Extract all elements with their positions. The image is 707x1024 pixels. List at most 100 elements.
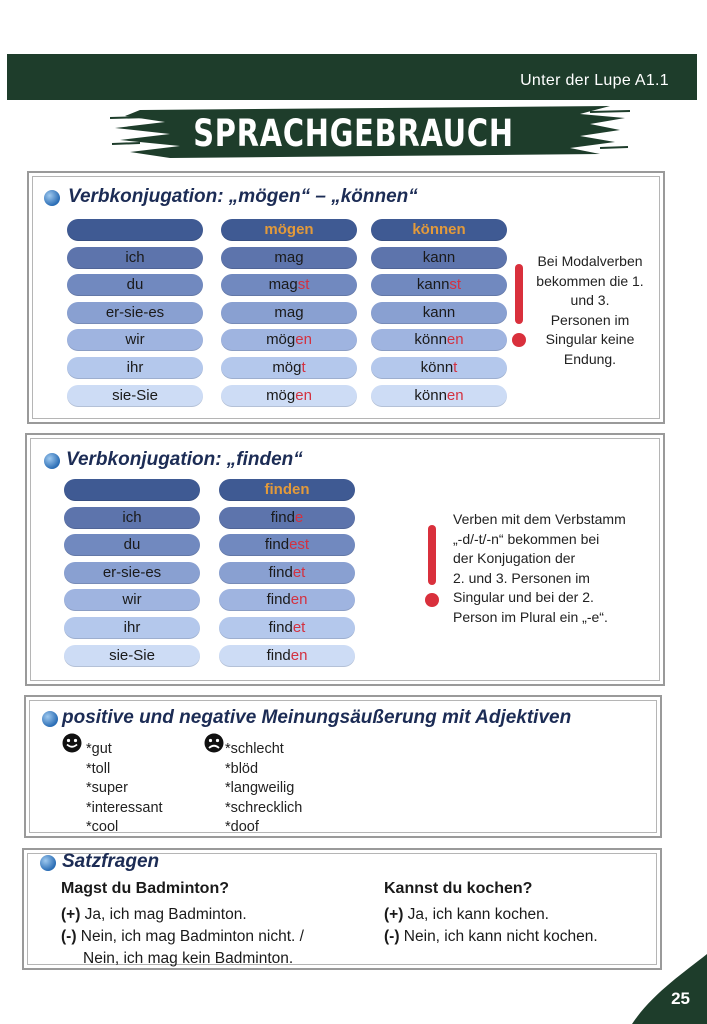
verb-form-cell: mag xyxy=(221,301,357,324)
verb-ending: en xyxy=(290,646,308,664)
pronoun-cell: du xyxy=(64,534,200,557)
exclamation-icon xyxy=(515,264,523,324)
answer-marker: (-) xyxy=(61,928,77,945)
verb-stem: find xyxy=(266,646,291,664)
note-line: Singular und bei der 2. xyxy=(453,589,594,605)
note-line: der Konjugation der xyxy=(453,550,576,566)
question-left: Magst du Badminton? xyxy=(61,880,229,897)
series-title: Unter der Lupe A1.1 xyxy=(520,72,669,89)
section-satzfragen xyxy=(22,848,662,970)
note-line: Personen im xyxy=(550,311,630,328)
answer-marker: (+) xyxy=(61,906,81,923)
adjective-item: *cool xyxy=(86,819,119,835)
pronoun-cell: ich xyxy=(64,506,200,529)
answer-text: Ja, ich mag Badminton. xyxy=(80,906,247,923)
bullet-icon xyxy=(44,453,60,469)
panel-inner-border xyxy=(27,853,657,965)
page-number: 25 xyxy=(671,989,690,1008)
pronoun-cell: ihr xyxy=(67,357,203,379)
verb-form-cell: mögt xyxy=(221,357,357,379)
verb-form-cell: finden xyxy=(219,644,355,667)
positive-adjectives-list: *gut*toll*super*interessant*cool xyxy=(86,740,163,838)
section-title: positive und negative Meinungsäußerung m… xyxy=(62,707,572,728)
adjective-item: *langweilig xyxy=(225,780,295,796)
pronoun-cell: wir xyxy=(67,329,203,352)
adjective-item: *interessant xyxy=(86,799,163,816)
verb-stem: mög xyxy=(266,386,296,404)
adjective-item: *schlecht xyxy=(225,741,284,757)
bullet-icon xyxy=(42,711,58,727)
note-line: Endung. xyxy=(563,350,617,367)
adjective-item: *doof xyxy=(225,819,259,835)
page-number-corner xyxy=(632,954,707,1024)
pronoun-cell: er-sie-es xyxy=(64,561,200,584)
answer-text: Nein, ich mag Badminton nicht. / xyxy=(76,928,304,945)
verb-stem: mag xyxy=(274,248,304,266)
note-line: Verben mit dem Verbstamm xyxy=(453,511,626,527)
exclamation-icon xyxy=(428,525,436,585)
answer-line: (+) Ja, ich kann kochen. xyxy=(384,906,598,924)
section-finden xyxy=(25,433,665,686)
verb-form-cell: findest xyxy=(219,534,355,557)
bullet-icon xyxy=(44,190,60,206)
verb-stem: find xyxy=(270,508,295,526)
verb-form-cell: mögen xyxy=(221,329,357,352)
verb-form-cell: können xyxy=(371,329,507,352)
pronoun-cell: du xyxy=(67,274,203,297)
brush-stroke-background xyxy=(110,106,630,158)
verb-infinitive-header: finden xyxy=(219,479,355,501)
verb-stem: find xyxy=(268,619,293,636)
note-line: Bei Modalverben xyxy=(537,253,643,269)
note-line: Person im Plural ein „-e“. xyxy=(453,608,608,625)
verb-form-cell: kann xyxy=(371,301,507,324)
verb-ending: st xyxy=(449,276,462,294)
verb-stem: kann xyxy=(422,303,456,321)
verb-form-cell: magst xyxy=(221,274,357,297)
verb-form-cell: kannst xyxy=(371,274,507,297)
verb-stem: könn xyxy=(414,331,447,349)
panel-inner-border xyxy=(30,438,660,681)
verb-form-cell: finde xyxy=(219,506,355,529)
verb-form-cell: mag xyxy=(221,246,357,269)
adjective-item: *super xyxy=(86,780,128,796)
answer-line: (+) Ja, ich mag Badminton. xyxy=(61,906,304,924)
verb-stem: mög xyxy=(272,359,302,376)
adjective-item: *blöd xyxy=(225,760,259,777)
table-header-blank xyxy=(67,219,203,241)
verb-form-cell: kann xyxy=(371,246,507,269)
pronoun-cell: er-sie-es xyxy=(67,301,203,324)
section-adjektive xyxy=(24,695,662,838)
verb-ending: en xyxy=(446,331,464,349)
answer-text: Ja, ich kann kochen. xyxy=(403,906,549,923)
section-title: Satzfragen xyxy=(62,851,160,872)
verb-infinitive-header: mögen xyxy=(221,219,357,241)
negative-adjectives-list: *schlecht*blöd*langweilig*schrecklich*do… xyxy=(225,740,302,838)
verb-form-cell: findet xyxy=(219,561,355,584)
answers-left: (+) Ja, ich mag Badminton.(-) Nein, ich … xyxy=(61,902,304,968)
verb-ending: et xyxy=(292,619,306,636)
adjective-item: *gut xyxy=(86,741,112,757)
verb-stem: find xyxy=(264,536,290,554)
verb-ending: en xyxy=(295,331,312,349)
answer-marker: (+) xyxy=(384,906,404,923)
verb-form-cell: können xyxy=(371,384,507,407)
answer-line: (-) Nein, ich mag Badminton nicht. / xyxy=(61,928,304,946)
section-title: Verbkonjugation: „mögen“ – „können“ xyxy=(68,186,418,207)
verb-ending: en xyxy=(446,386,464,404)
verb-form-cell: findet xyxy=(219,617,355,639)
verb-stem: mög xyxy=(266,331,296,349)
answer-marker: (-) xyxy=(384,928,400,945)
answer-text: Nein, ich mag kein Badminton. xyxy=(83,950,294,967)
happy-face-icon xyxy=(62,733,82,753)
note-line: bekommen die 1. xyxy=(536,272,644,289)
section-modalverben xyxy=(27,171,665,424)
verb-stem: find xyxy=(266,591,291,609)
pronoun-cell: sie-Sie xyxy=(64,644,200,667)
exclamation-dot-icon xyxy=(512,333,526,347)
verb-ending: est xyxy=(289,536,310,554)
verb-form-cell: könnt xyxy=(371,357,507,379)
verb-ending: et xyxy=(292,563,306,581)
table-header-blank xyxy=(64,479,200,501)
header-bar xyxy=(7,54,697,100)
